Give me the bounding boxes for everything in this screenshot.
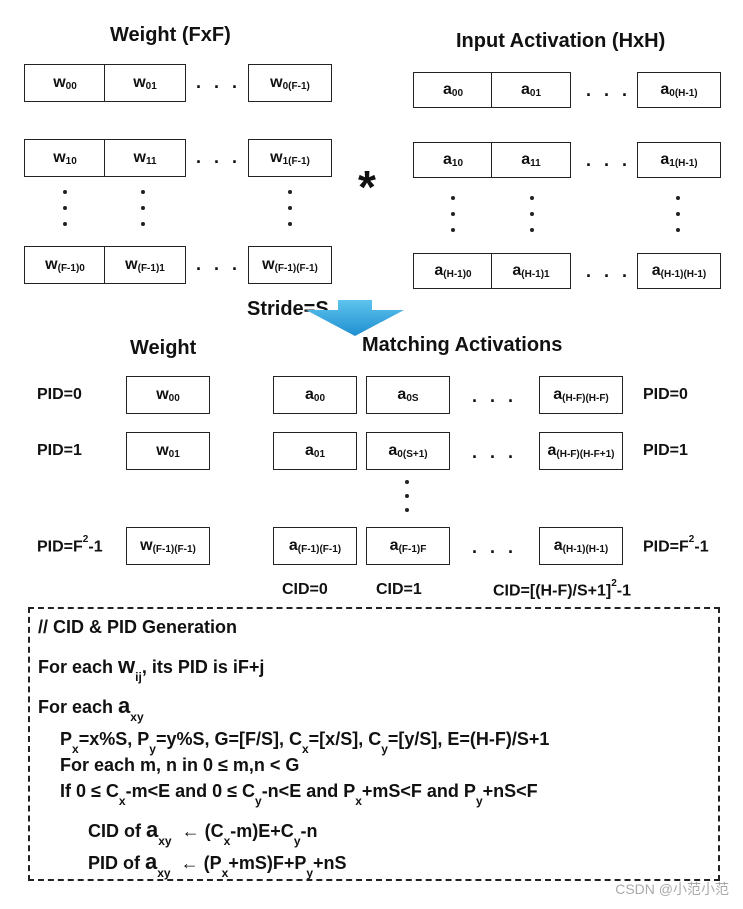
matching-activation-cell: a(H-F)(H-F+1) xyxy=(539,432,623,470)
code-line-1: // CID & PID Generation xyxy=(38,617,238,637)
activation-vdot-c1-1 xyxy=(530,212,534,216)
input-activation-title: Input Activation (HxH) xyxy=(456,30,666,52)
pid-right-label: PID=F2-1 xyxy=(643,534,709,556)
activation-vdot-c2-0 xyxy=(676,196,680,200)
weight-vdot-c0-0 xyxy=(63,190,67,194)
weight-vdot-c1-1 xyxy=(141,206,145,210)
code-line-7: CID of axy ← (Cx-m)E+Cy-n xyxy=(88,817,318,848)
code-line-3: For each axy xyxy=(38,693,144,724)
activation-cell: a(H-1)1 xyxy=(491,253,571,289)
weight-vdot-c1-0 xyxy=(141,190,145,194)
weight-vdot-c0-2 xyxy=(63,222,67,226)
pid-right-label: PID=1 xyxy=(643,442,688,459)
weight-vdot-c1-2 xyxy=(141,222,145,226)
matching-activation-cell: a(H-F)(H-F) xyxy=(539,376,623,414)
activation-vdot-c0-2 xyxy=(451,228,455,232)
pid-right-label: PID=0 xyxy=(643,386,688,403)
matching-activation-cell: a(F-1)(F-1) xyxy=(273,527,357,565)
cid-1-label: CID=1 xyxy=(376,581,422,598)
matching-activations-title: Matching Activations xyxy=(362,334,563,356)
activation-row-dots: . . . xyxy=(586,80,632,100)
weight-row-dots: . . . xyxy=(196,254,242,274)
code-line-5: For each m, n in 0 ≤ m,n < G xyxy=(60,755,300,775)
activation-vdot-c2-2 xyxy=(676,228,680,232)
weight-vdot-c2-1 xyxy=(288,206,292,210)
weight-vdot-c2-2 xyxy=(288,222,292,226)
code-line-2: For each wij, its PID is iF+j xyxy=(38,653,265,684)
matching-activation-cell: a(H-1)(H-1) xyxy=(539,527,623,565)
code-line-4: Px=x%S, Py=y%S, G=[F/S], Cx=[x/S], Cy=[y… xyxy=(60,729,550,756)
activation-vdot-c1-2 xyxy=(530,228,534,232)
matching-vdot-0 xyxy=(405,480,409,484)
pid-left-label: PID=1 xyxy=(37,442,82,459)
weight-cell: w(F-1)1 xyxy=(104,246,186,284)
stride-arrow xyxy=(306,300,404,336)
weight-cell: w(F-1)0 xyxy=(24,246,106,284)
activation-vdot-c0-1 xyxy=(451,212,455,216)
activation-vdot-c2-1 xyxy=(676,212,680,216)
code-line-8: PID of axy ← (Px+mS)F+Py+nS xyxy=(88,849,347,880)
weight-row-dots: . . . xyxy=(196,72,242,92)
cid-0-label: CID=0 xyxy=(282,581,328,598)
activation-row-dots: . . . xyxy=(586,150,632,170)
activation-cell: a(H-1)(H-1) xyxy=(637,253,721,289)
matching-activation-cell: a(F-1)F xyxy=(366,527,450,565)
activation-row-dots: . . . xyxy=(586,261,632,281)
activation-vdot-c0-0 xyxy=(451,196,455,200)
matching-vdot-2 xyxy=(405,508,409,512)
code-line-6: If 0 ≤ Cx-m<E and 0 ≤ Cy-n<E and Px+mS<F… xyxy=(60,781,538,808)
matching-vdot-1 xyxy=(405,494,409,498)
weight-fxf-title: Weight (FxF) xyxy=(110,24,231,46)
pid-left-label: PID=F2-1 xyxy=(37,534,103,556)
pid-left-label: PID=0 xyxy=(37,386,82,403)
activation-vdot-c1-0 xyxy=(530,196,534,200)
weight-title: Weight xyxy=(130,337,197,359)
weight-row-dots: . . . xyxy=(196,147,242,167)
stride-label: Stride=S xyxy=(247,298,329,320)
weight-vdot-c0-1 xyxy=(63,206,67,210)
cid-last-label: CID=[(H-F)/S+1]2-1 xyxy=(493,578,632,600)
weight-cell: w(F-1)(F-1) xyxy=(248,246,332,284)
matching-weight-cell: w(F-1)(F-1) xyxy=(126,527,210,565)
matching-row-dots: . . . xyxy=(472,386,518,406)
matching-row-dots: . . . xyxy=(472,442,518,462)
pid-cid-generation-box: // CID & PID Generation For each wij, it… xyxy=(28,607,720,881)
activation-cell: a(H-1)0 xyxy=(413,253,493,289)
weight-vdot-c2-0 xyxy=(288,190,292,194)
matching-row-dots: . . . xyxy=(472,537,518,557)
watermark: CSDN @小范小范 xyxy=(615,881,729,897)
convolution-symbol: * xyxy=(358,161,376,213)
